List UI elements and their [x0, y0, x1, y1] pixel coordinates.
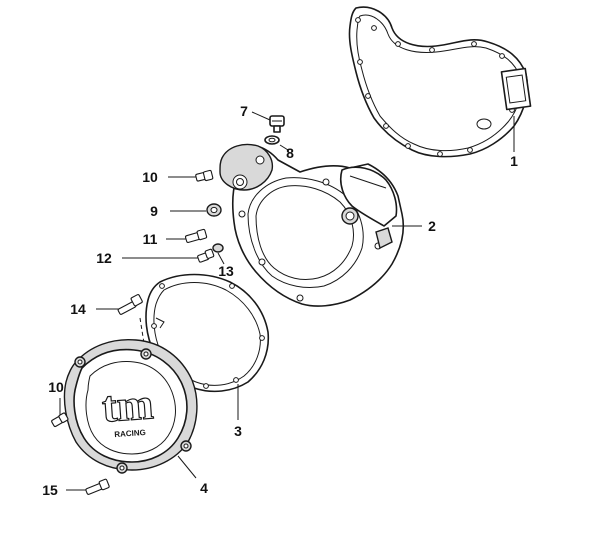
- leader-line: [279, 144, 289, 151]
- bolt-10-upper: [195, 169, 214, 182]
- sealing-washer: [264, 135, 280, 145]
- callout-2: 2: [428, 218, 436, 234]
- bolt-10-lower: [51, 412, 69, 427]
- bolt-12: [197, 248, 215, 263]
- brand-logo: tm RACING: [100, 379, 156, 439]
- oil-filler-plug: [269, 115, 285, 133]
- callout-9: 9: [150, 203, 158, 219]
- bolt-15: [85, 478, 110, 495]
- dowel-13: [212, 243, 224, 253]
- logo-sub-text: RACING: [114, 428, 146, 439]
- callout-7: 7: [240, 103, 248, 119]
- crankcase-gasket: [348, 6, 532, 158]
- callout-15: 15: [42, 482, 58, 498]
- callout-12: 12: [96, 250, 112, 266]
- callout-1: 1: [510, 153, 518, 169]
- callout-3: 3: [234, 423, 242, 439]
- callout-8: 8: [286, 145, 294, 161]
- callout-13: 13: [218, 263, 234, 279]
- callout-10-upper: 10: [142, 169, 158, 185]
- seal-ring: [206, 203, 222, 217]
- callout-10-lower: 10: [48, 379, 64, 395]
- bolt-11: [184, 228, 208, 244]
- leader-line: [251, 111, 271, 121]
- bolt-14: [117, 294, 143, 315]
- callout-4: 4: [200, 480, 208, 496]
- logo-brand-text: tm: [100, 379, 155, 431]
- callout-11: 11: [143, 231, 158, 247]
- ignition-cover: tm RACING: [63, 339, 198, 474]
- clutch-cover-housing: [219, 143, 405, 307]
- leader-line: [177, 455, 197, 479]
- callout-14: 14: [70, 301, 86, 317]
- leader-line: [217, 252, 225, 265]
